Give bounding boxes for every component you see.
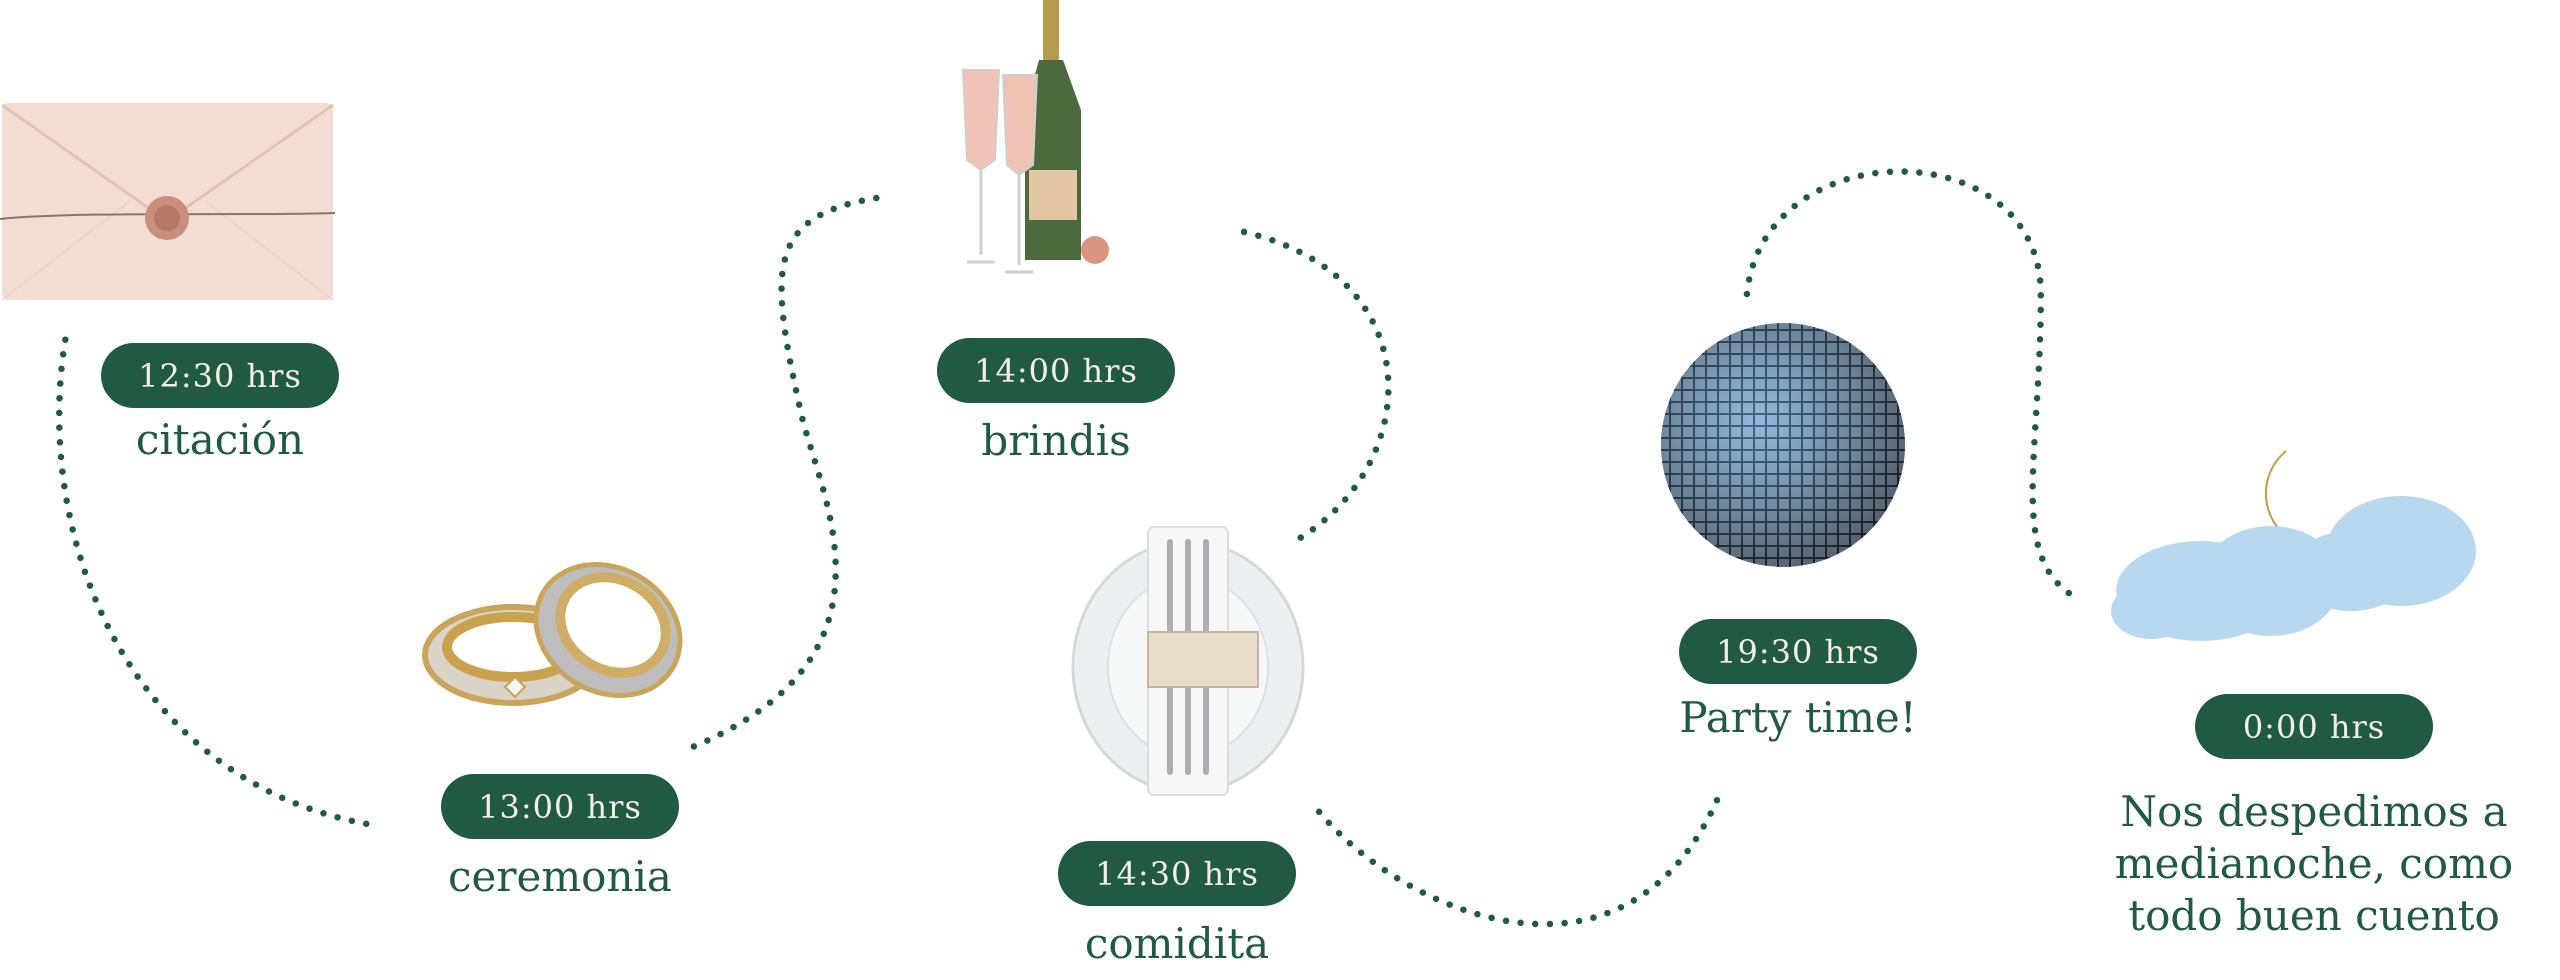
moon-cloud-icon [2111, 450, 2476, 641]
plate-icon [1071, 526, 1305, 796]
dotted-path-2 [690, 192, 894, 750]
event-label-midnight: Nos despedimos a medianoche, como todo b… [2064, 786, 2560, 942]
time-badge-party: 19:30 hrs [1679, 619, 1917, 684]
time-badge-midnight: 0:00 hrs [2195, 694, 2433, 759]
event-label-ceremonia: ceremonia [448, 852, 672, 901]
dotted-path-5 [1743, 168, 2077, 600]
time-text: 14:30 hrs [1095, 854, 1259, 893]
label-line: todo buen cuento [2128, 891, 2500, 940]
time-text: 14:00 hrs [974, 351, 1138, 390]
event-label-comidita: comidita [1084, 919, 1270, 968]
time-badge-comidita: 14:30 hrs [1058, 841, 1296, 906]
time-text: 12:30 hrs [138, 356, 302, 395]
time-badge-brindis: 14:00 hrs [937, 338, 1175, 403]
dotted-path-1 [56, 336, 376, 829]
time-badge-citacion: 12:30 hrs [101, 343, 339, 408]
time-text: 0:00 hrs [2242, 707, 2386, 746]
disco-ball-icon [1661, 323, 1905, 567]
label-line: Nos despedimos a [2120, 787, 2508, 836]
envelope-icon [0, 103, 335, 301]
event-label-party: Party time! [1679, 693, 1917, 742]
time-text: 13:00 hrs [478, 787, 642, 826]
event-label-brindis: brindis [981, 416, 1131, 465]
label-line: medianoche, como [2114, 839, 2514, 888]
dotted-path-4 [1315, 784, 1726, 928]
event-label-citacion: citación [135, 415, 305, 464]
rings-icon [422, 562, 683, 706]
dotted-path-3 [1240, 228, 1392, 548]
time-badge-ceremonia: 13:00 hrs [441, 774, 679, 839]
champagne-icon [961, 0, 1109, 274]
time-text: 19:30 hrs [1716, 632, 1880, 671]
